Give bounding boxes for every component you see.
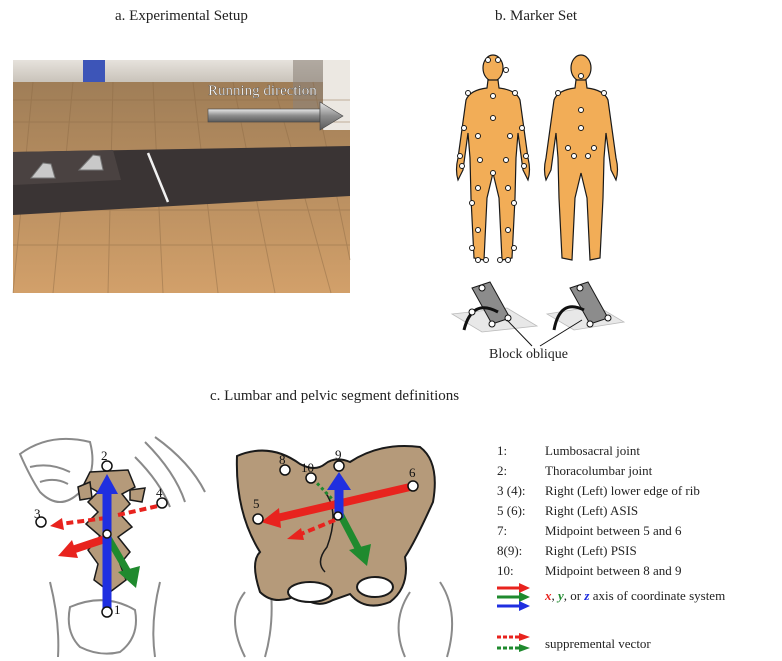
posterior-body <box>545 55 618 260</box>
supplemental-vector-icon <box>497 633 531 653</box>
svg-text:10: 10 <box>301 460 314 475</box>
anterior-body <box>457 55 530 260</box>
panel-c-title: c. Lumbar and pelvic segment definitions <box>210 388 459 405</box>
svg-text:3: 3 <box>34 506 41 521</box>
obturator-foramen <box>288 582 332 602</box>
svg-text:8: 8 <box>279 452 286 467</box>
axis-arrows-icon <box>497 583 531 611</box>
running-direction-label: Running direction <box>208 83 317 99</box>
panel-b-title: b. Marker Set <box>495 8 577 25</box>
svg-text:1: 1 <box>114 602 121 617</box>
block-oblique-figure: Block oblique <box>452 278 632 358</box>
svg-text:6: 6 <box>409 465 416 480</box>
lumbar-spine-diagram: 2 1 3 4 <box>10 432 220 657</box>
axis-legend-text: x, y, or z axis of coordinate system <box>545 588 725 604</box>
supplemental-vector-label: suppremental vector <box>545 636 651 652</box>
svg-text:2: 2 <box>101 448 108 463</box>
pelvis-diagram: 5 6 8 9 10 <box>215 432 465 657</box>
svg-text:9: 9 <box>335 447 342 462</box>
panel-a-title: a. Experimental Setup <box>115 8 248 25</box>
svg-text:5: 5 <box>253 496 260 511</box>
svg-text:4: 4 <box>156 485 163 500</box>
block-oblique-label: Block oblique <box>489 347 568 362</box>
marker-set-figure <box>458 48 648 268</box>
experimental-setup-photo: Running direction <box>13 60 350 293</box>
